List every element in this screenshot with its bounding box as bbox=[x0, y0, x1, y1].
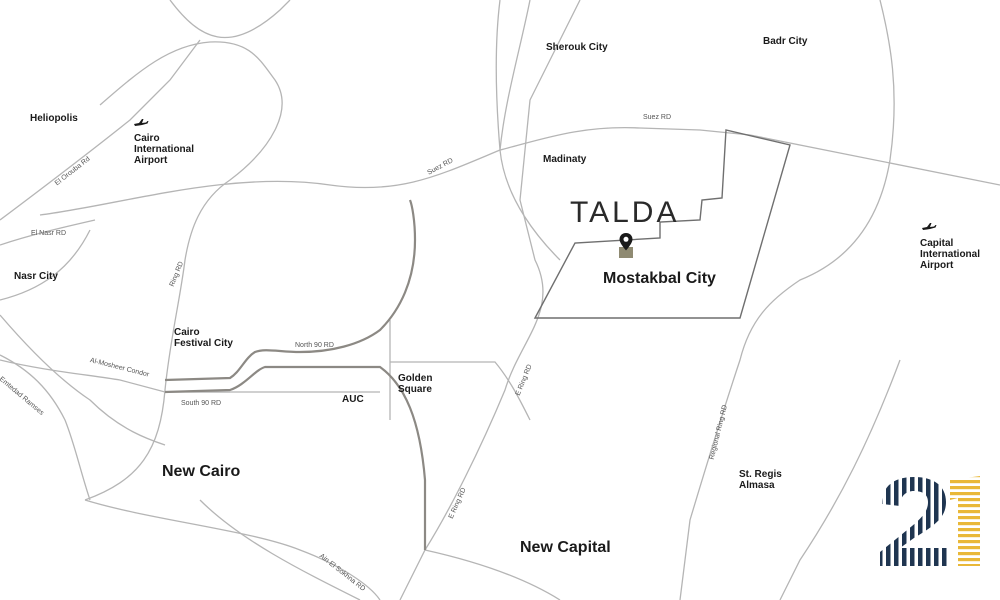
label-line: Airport bbox=[920, 260, 954, 271]
label-cairo-festival-city: Cairo Festival City bbox=[174, 327, 233, 349]
label-mostakbal-city: Mostakbal City bbox=[603, 270, 716, 287]
airplane-icon bbox=[922, 223, 937, 230]
label-line: Airport bbox=[134, 155, 168, 166]
south-90-road bbox=[164, 365, 427, 550]
label-line: Cairo bbox=[174, 327, 200, 338]
label-line: Almasa bbox=[739, 480, 775, 491]
label-sherouk-city: Sherouk City bbox=[546, 42, 608, 53]
project-plot bbox=[619, 247, 633, 258]
road-label-el-nasr: El Nasr RD bbox=[31, 230, 67, 237]
location-pin-icon[interactable] bbox=[618, 232, 634, 252]
road-emtedad bbox=[0, 354, 91, 501]
label-line: St. Regis bbox=[739, 469, 782, 480]
road-mosheer bbox=[0, 359, 230, 393]
road-new-capital-south bbox=[424, 549, 561, 600]
road-east-arc bbox=[679, 0, 895, 600]
road-label-south-90: South 90 RD bbox=[181, 400, 222, 407]
road-east-lower bbox=[779, 359, 901, 600]
road-label-suez-rd: Suez RD bbox=[643, 114, 672, 121]
label-madinaty: Madinaty bbox=[543, 154, 587, 165]
label-line: Cairo bbox=[134, 133, 160, 144]
north-90-road bbox=[164, 199, 417, 382]
label-new-capital: New Capital bbox=[520, 539, 611, 556]
road-sherouk-loop bbox=[499, 0, 531, 151]
road-label-north-90: North 90 RD bbox=[295, 342, 334, 349]
label-cairo-international-airport: Cairo International Airport bbox=[134, 133, 194, 166]
label-line: Square bbox=[398, 384, 432, 395]
road-cairo-airport-loop bbox=[84, 41, 283, 501]
label-line: International bbox=[920, 249, 981, 260]
label-capital-international-airport: Capital International Airport bbox=[920, 238, 980, 271]
road-golden-square bbox=[390, 361, 531, 421]
road-new-cairo-south bbox=[84, 499, 381, 600]
label-line: International bbox=[134, 144, 195, 155]
label-new-cairo: New Cairo bbox=[162, 463, 241, 480]
airplane-icon bbox=[134, 119, 149, 126]
label-line: Capital bbox=[920, 238, 954, 249]
label-heliopolis: Heliopolis bbox=[30, 113, 78, 124]
road-heliopolis-west bbox=[0, 229, 91, 301]
talda-brand-title: TALDA bbox=[570, 196, 680, 229]
road-e-ring bbox=[399, 0, 581, 600]
logo-21-icon bbox=[880, 476, 980, 566]
label-line: Golden bbox=[398, 373, 433, 384]
road-suez-west bbox=[39, 126, 1000, 216]
road-el-nasr bbox=[0, 219, 96, 246]
road-sokhna bbox=[199, 499, 361, 600]
label-auc: AUC bbox=[342, 394, 364, 405]
label-badr-city: Badr City bbox=[763, 36, 808, 47]
label-nasr-city: Nasr City bbox=[14, 271, 58, 282]
label-golden-square: Golden Square bbox=[398, 373, 432, 395]
road-top-center bbox=[495, 0, 561, 261]
road-nasr-south bbox=[0, 314, 166, 446]
label-st-regis-almasa: St. Regis Almasa bbox=[739, 469, 782, 491]
road-el-orouba bbox=[0, 39, 201, 221]
label-line: Festival City bbox=[174, 338, 233, 349]
road-top-left bbox=[169, 0, 291, 39]
